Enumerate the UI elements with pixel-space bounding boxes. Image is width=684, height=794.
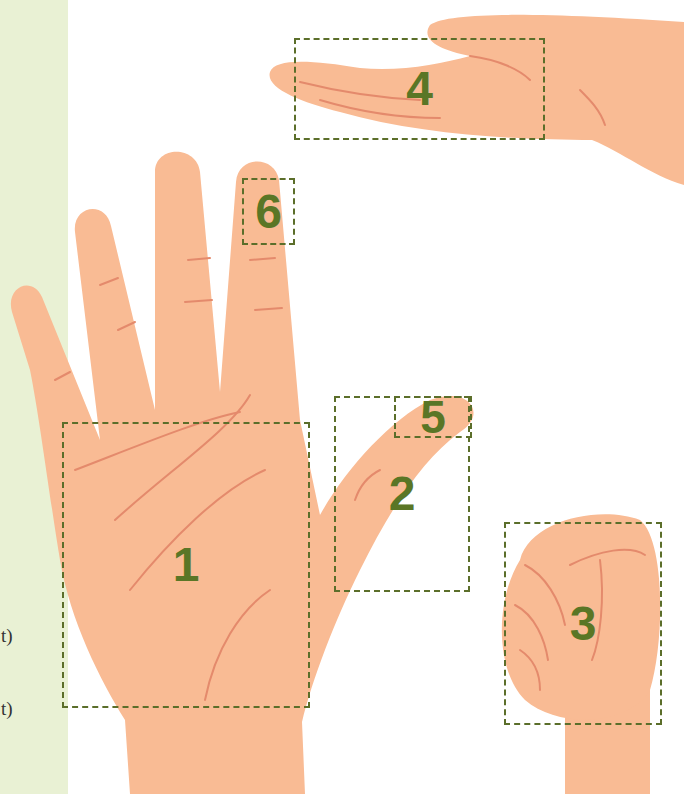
side-text: t): [1, 698, 13, 720]
dashed-callout-box: 4: [294, 38, 545, 140]
callout-number: 5: [420, 394, 446, 440]
open-hand: [11, 152, 474, 794]
dashed-callout-box: 5: [394, 396, 472, 438]
palm-lines: [55, 258, 380, 700]
cupped-hand: [270, 15, 684, 185]
dashed-callout-box: 6: [242, 178, 295, 245]
side-text: t): [1, 625, 13, 647]
hand-creases: [300, 56, 605, 125]
callout-number: 6: [255, 188, 282, 236]
callout-number: 3: [570, 600, 597, 648]
fist: [502, 514, 660, 719]
callout-number: 1: [173, 541, 200, 589]
dashed-callout-box: 1: [62, 422, 310, 708]
callout-number: 4: [406, 65, 433, 113]
dashed-callout-box: 3: [504, 522, 662, 725]
fist-lines: [515, 550, 645, 690]
callout-number: 2: [389, 470, 416, 518]
dashed-callout-box: 25: [334, 396, 470, 592]
